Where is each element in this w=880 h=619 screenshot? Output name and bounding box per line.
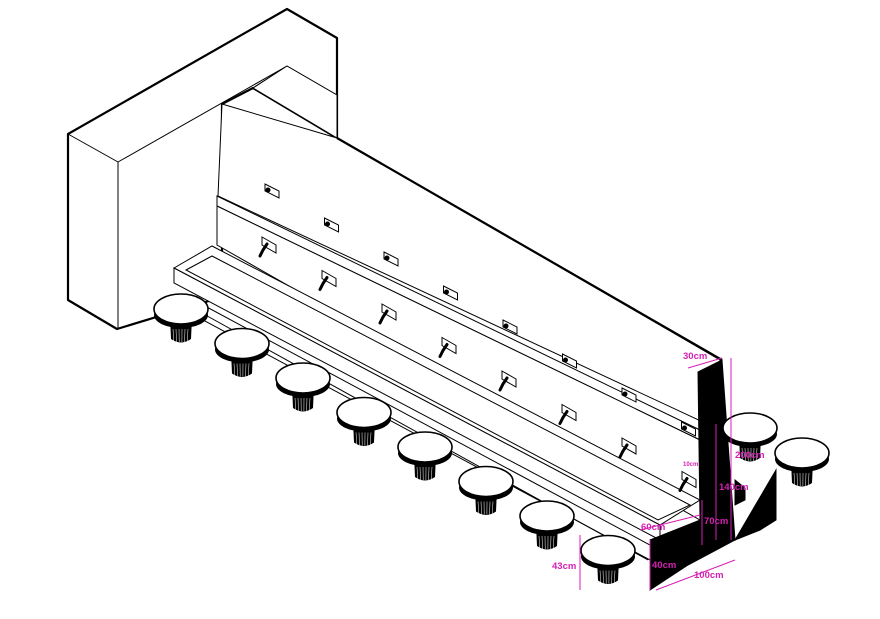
- sensor-icon: [264, 183, 280, 199]
- label-stool-height: 43cm: [552, 561, 576, 572]
- stool: [519, 500, 575, 550]
- faucets: [258, 236, 697, 492]
- faucet-icon: [618, 437, 637, 459]
- stool: [336, 396, 392, 446]
- faucet-icon: [378, 303, 397, 325]
- sensor-icon: [681, 421, 696, 437]
- label-total-depth: 100cm: [694, 570, 724, 581]
- stools: [153, 293, 830, 584]
- upper-fixtures: [264, 183, 696, 437]
- stool: [214, 327, 270, 377]
- stool: [153, 293, 209, 343]
- sensor-icon: [502, 319, 518, 335]
- sensor-icon: [443, 285, 458, 301]
- stool: [397, 431, 453, 481]
- label-counter-depth: 60cm: [641, 522, 665, 533]
- stool: [722, 412, 778, 462]
- dimension-lines: [579, 357, 736, 591]
- trough-counter: [172, 245, 702, 541]
- sensor-icon: [324, 217, 339, 233]
- sensor-icon: [621, 387, 637, 403]
- label-counter-height: 70cm: [704, 516, 728, 527]
- label-wall-thickness: 30cm: [683, 351, 707, 362]
- faucet-icon: [438, 336, 457, 358]
- label-step-height: 40cm: [652, 560, 676, 571]
- label-wall-height: 200cm: [735, 450, 765, 461]
- faucet-icon: [678, 470, 697, 492]
- stool: [275, 362, 331, 412]
- back-wall: [66, 7, 339, 331]
- stool: [458, 465, 514, 515]
- stool: [774, 437, 830, 487]
- stool: [580, 534, 636, 584]
- label-upper-shelf-height: 140cm: [719, 482, 749, 493]
- sensor-icon: [383, 251, 399, 267]
- faucet-icon: [318, 269, 337, 291]
- label-small-gap: 10cm: [683, 462, 698, 468]
- faucet-icon: [498, 370, 517, 392]
- dimension-labels: 30cm 200cm 140cm 70cm 10cm 60cm 40cm 100…: [552, 351, 765, 581]
- faucet-icon: [558, 403, 577, 425]
- faucet-icon: [258, 236, 277, 258]
- sensor-icon: [562, 353, 577, 369]
